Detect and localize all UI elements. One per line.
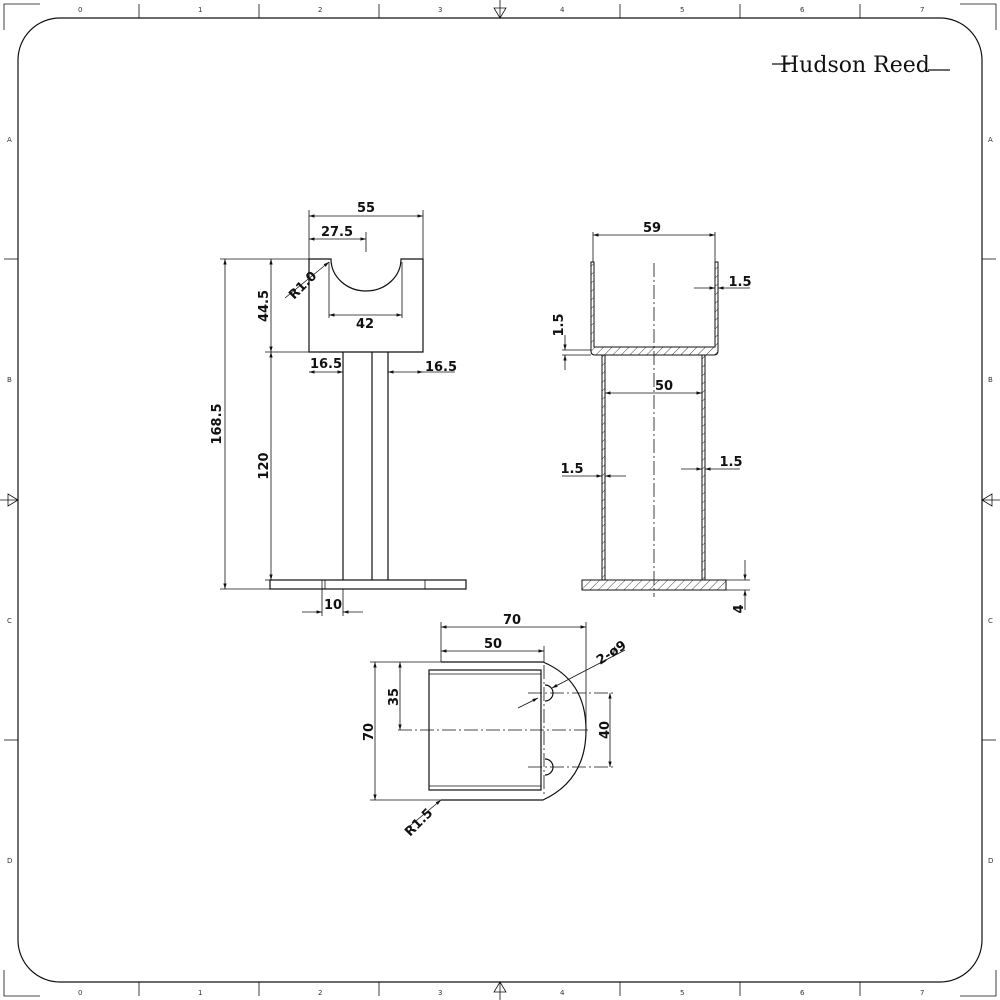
- dim-post-height: 120: [257, 452, 272, 479]
- zone-col-label: 7: [920, 989, 924, 997]
- zone-col-label: 7: [920, 6, 924, 14]
- zone-col-label: 6: [800, 989, 805, 997]
- dim-wall-right: 1.5: [719, 455, 742, 470]
- dim-half-depth: 35: [387, 688, 402, 706]
- zone-row-label: D: [988, 857, 993, 865]
- dim-total-height: 168.5: [210, 403, 225, 444]
- dim-right-offset: 16.5: [425, 360, 457, 375]
- zone-row-label: B: [7, 376, 12, 384]
- dim-wall-left: 1.5: [560, 462, 583, 477]
- dim-top-width: 59: [643, 221, 661, 236]
- dim-base-thickness: 1.5: [552, 313, 567, 336]
- zone-col-label: 0: [78, 989, 82, 997]
- zone-col-label: 2: [318, 989, 322, 997]
- zone-col-label: 6: [800, 6, 805, 14]
- brand-logo: Hudson Reed: [772, 53, 950, 78]
- zone-row-label: C: [988, 617, 993, 625]
- dim-wall-top: 1.5: [728, 275, 751, 290]
- dim-radius: R1.0: [286, 269, 320, 303]
- plan-view: 70 50 2-ø9 70 35 40 R1.5: [362, 613, 629, 840]
- zone-col-label: 3: [438, 989, 442, 997]
- zone-col-label: 5: [680, 6, 684, 14]
- zone-col-label: 0: [78, 6, 82, 14]
- front-view: 55 27.5 42 R1.0 168.5 44.5 120 16.5 16.5…: [210, 201, 467, 616]
- zone-col-label: 5: [680, 989, 684, 997]
- dim-post-width: 50: [655, 379, 673, 394]
- dim-plan-radius: R1.5: [402, 806, 436, 840]
- zone-col-label: 1: [198, 6, 202, 14]
- dim-post-wall: 10: [324, 598, 342, 613]
- dim-hole-pitch: 40: [598, 721, 613, 739]
- zone-row-label: D: [7, 857, 12, 865]
- logo-text: Hudson Reed: [780, 53, 930, 78]
- dim-half-width: 27.5: [321, 225, 353, 240]
- dim-overall-depth: 70: [362, 723, 377, 741]
- zone-row-label: C: [7, 617, 12, 625]
- zone-col-label: 1: [198, 989, 202, 997]
- zone-row-label: B: [988, 376, 993, 384]
- zone-row-label: A: [988, 136, 993, 144]
- dim-body-width: 50: [484, 637, 502, 652]
- dim-head-height: 44.5: [257, 290, 272, 322]
- dim-cut-width: 42: [356, 317, 374, 332]
- dim-overall-width: 70: [503, 613, 521, 628]
- zone-col-label: 4: [560, 6, 565, 14]
- zone-row-label: A: [7, 136, 12, 144]
- zone-labels: 0 1 2 3 4 5 6 7 0 1 2 3 4 5 6 7 A B C D …: [7, 6, 993, 997]
- dim-holes: 2-ø9: [594, 638, 629, 668]
- dim-left-offset: 16.5: [310, 357, 342, 372]
- zone-col-label: 3: [438, 6, 442, 14]
- dim-plate-thickness: 4: [732, 604, 747, 613]
- zone-col-label: 4: [560, 989, 565, 997]
- side-view: 59 1.5 1.5 50 1.5 1.5 4: [552, 221, 752, 614]
- dim-width: 55: [357, 201, 375, 216]
- zone-col-label: 2: [318, 6, 322, 14]
